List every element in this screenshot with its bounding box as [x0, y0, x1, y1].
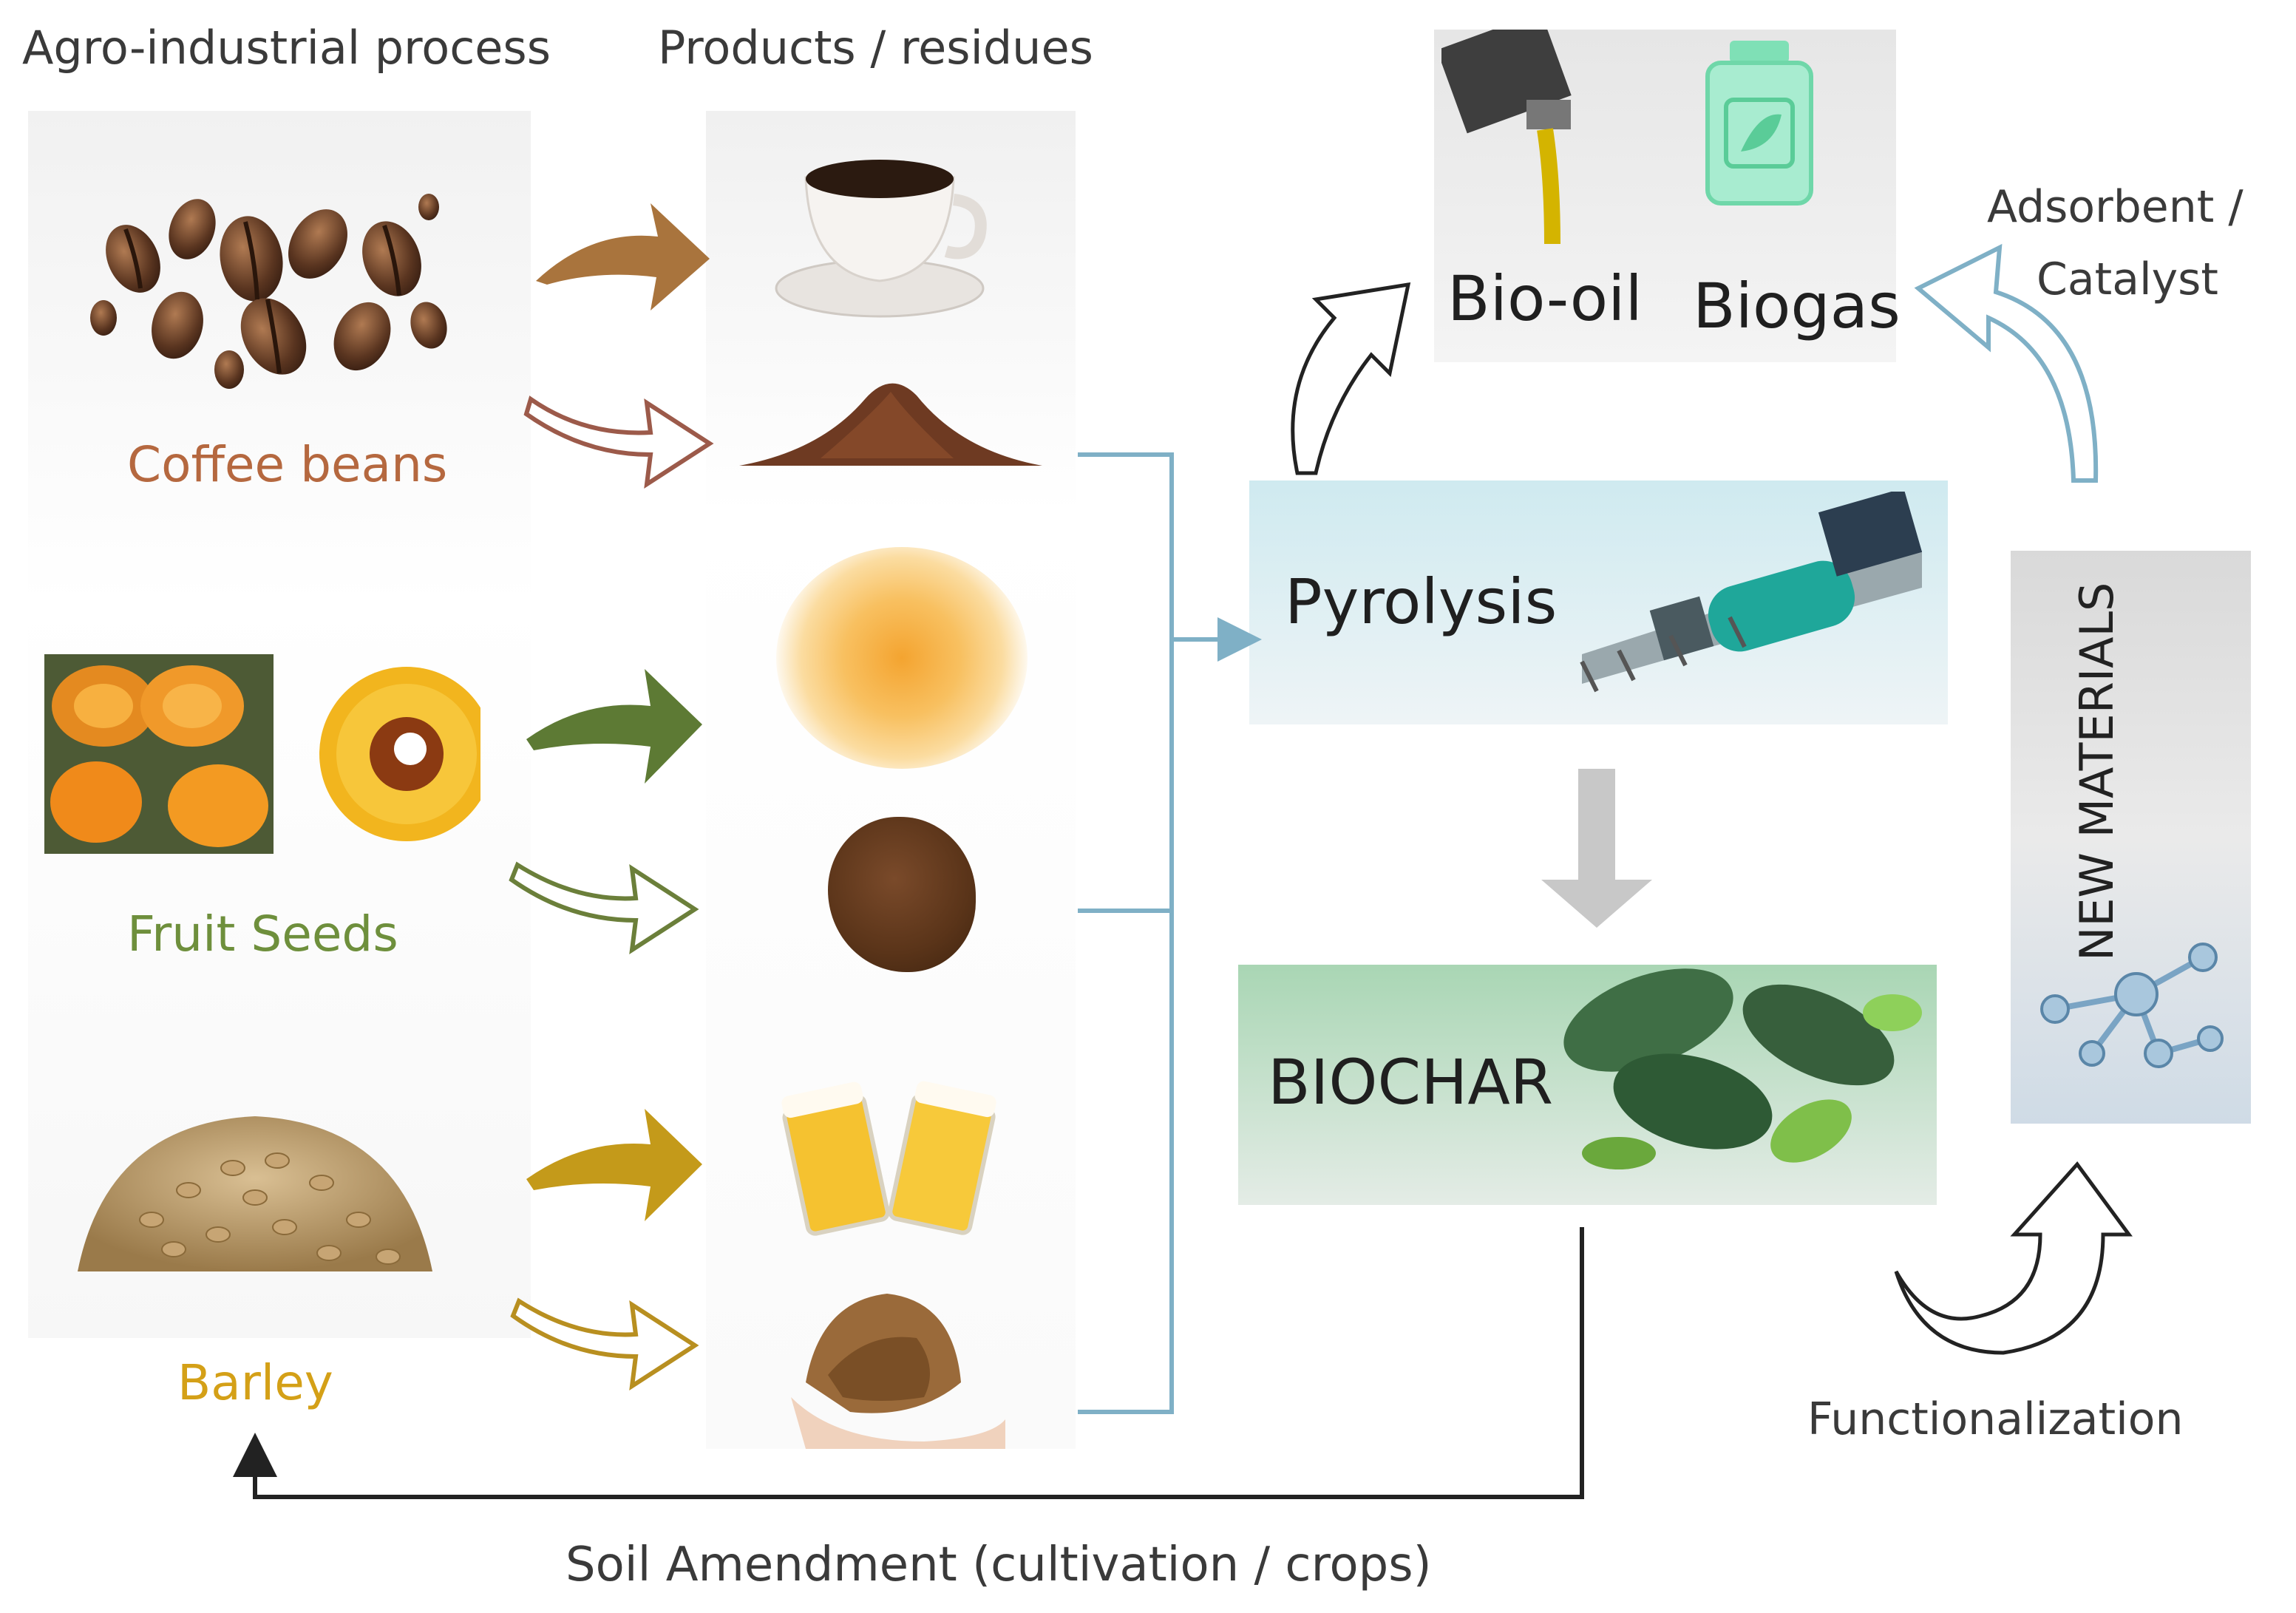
- catalyst-label: Catalyst: [2037, 254, 2218, 305]
- barley-grains-icon: [78, 1116, 432, 1271]
- soil-amendment-label: Soil Amendment (cultivation / crops): [565, 1538, 1432, 1592]
- pyrolysis-to-bio-oil-arrow: [1291, 282, 1411, 475]
- new-materials-to-biogas-arrow: [1914, 243, 2099, 483]
- pyrolysis-plant-icon: [1580, 492, 1923, 693]
- pyrolysis-to-biochar-arrow: [1541, 769, 1652, 928]
- bio-oil-label: Bio-oil: [1447, 262, 1643, 335]
- residue-collector-line: [1078, 452, 1262, 1414]
- biochar-label: BIOCHAR: [1268, 1046, 1554, 1118]
- soil-amendment-line: [233, 1227, 1584, 1499]
- fruit-seeds-label: Fruit Seeds: [127, 906, 398, 962]
- seed-powder-icon: [828, 817, 976, 972]
- products-header: Products / residues: [658, 21, 1093, 75]
- functionalization-label: Functionalization: [1807, 1393, 2184, 1445]
- coffee-beans-icon: [90, 194, 447, 389]
- products-column-panel: [706, 111, 1076, 1449]
- coffee-grounds-icon: [739, 383, 1042, 466]
- barley-label: Barley: [177, 1354, 333, 1411]
- barley-residue-arrow: [510, 1297, 699, 1391]
- gas-bottle-icon: [1705, 41, 1813, 206]
- fruit-pulp-icon: [776, 547, 1028, 769]
- adsorbent-label: Adsorbent /: [1987, 181, 2244, 233]
- fruit-seeds-icon: [44, 654, 480, 854]
- coffee-beans-label: Coffee beans: [127, 436, 448, 493]
- spent-grain-icon: [791, 1294, 1005, 1449]
- pyrolysis-label: Pyrolysis: [1285, 566, 1558, 638]
- coffee-residue-arrow: [523, 395, 714, 489]
- fruit-product-arrow: [526, 669, 702, 784]
- barley-product-arrow: [526, 1109, 702, 1221]
- fruit-residue-arrow: [509, 861, 699, 955]
- molecule-icon: [2040, 943, 2224, 1068]
- process-header: Agro-industrial process: [22, 21, 551, 75]
- oil-pour-icon: [1441, 30, 1572, 245]
- functionalization-arrow: [1894, 1161, 2133, 1355]
- coffee-product-arrow: [536, 203, 710, 310]
- beer-mugs-icon: [781, 1081, 996, 1236]
- biogas-label: Biogas: [1693, 270, 1901, 342]
- leaves-icon: [1563, 968, 1922, 1169]
- coffee-cup-icon: [775, 160, 987, 318]
